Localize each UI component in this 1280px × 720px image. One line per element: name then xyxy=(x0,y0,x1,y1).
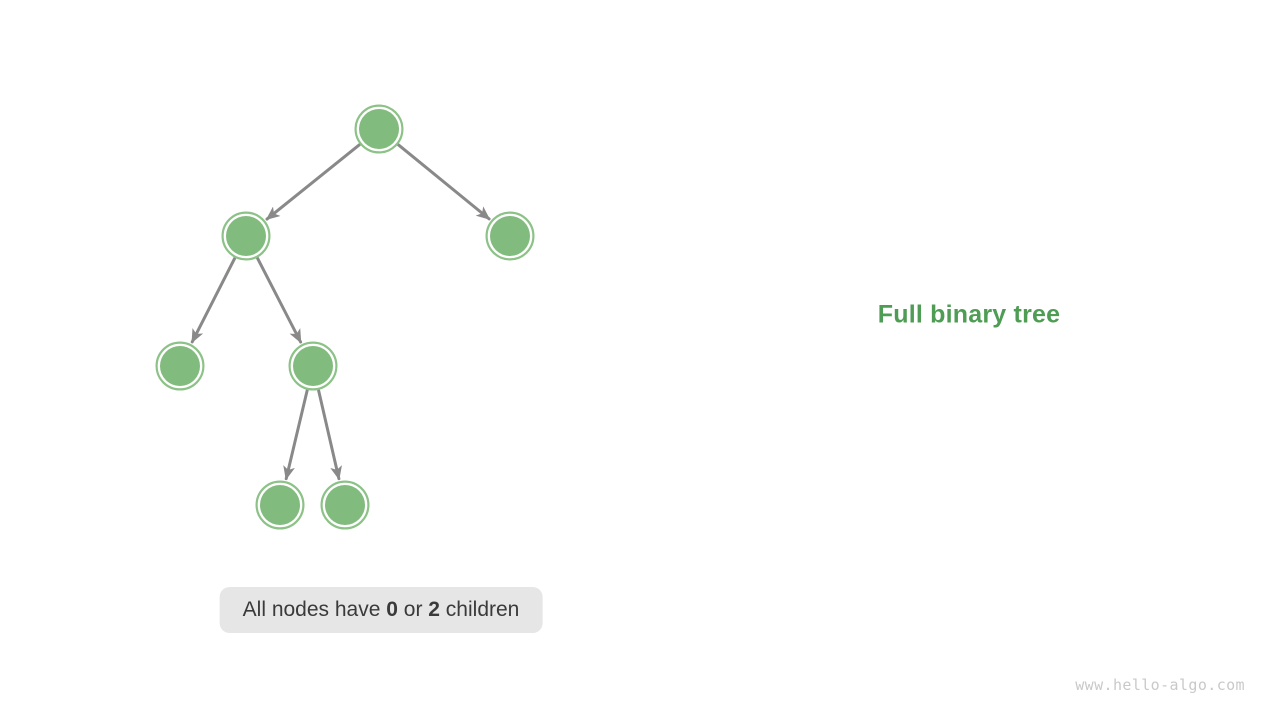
caption-bold-run: 0 xyxy=(386,598,398,621)
caption-run: children xyxy=(439,598,520,621)
tree-node xyxy=(221,211,271,261)
caption-run: All nodes have xyxy=(242,598,387,621)
tree-node xyxy=(288,341,338,391)
caption-run: or xyxy=(397,598,429,621)
tree-node-fill xyxy=(226,216,266,256)
caption-box: All nodes have 0 or 2 children xyxy=(219,587,543,633)
tree-edge xyxy=(190,256,237,344)
tree-edge xyxy=(317,388,342,481)
tree-node-fill xyxy=(490,216,530,256)
watermark: www.hello-algo.com xyxy=(1075,676,1245,694)
tree-node-fill xyxy=(325,485,365,525)
tree-node-ring xyxy=(320,480,370,530)
tree-node-ring xyxy=(288,341,338,391)
tree-edge xyxy=(256,256,303,344)
tree-node xyxy=(485,211,535,261)
caption-text: All nodes have 0 or 2 children xyxy=(243,598,520,621)
tree-node xyxy=(320,480,370,530)
tree-edge xyxy=(396,143,491,221)
tree-node-ring xyxy=(255,480,305,530)
tree-node-ring xyxy=(221,211,271,261)
tree-node xyxy=(255,480,305,530)
diagram-title: Full binary tree xyxy=(877,300,1061,329)
tree-node-ring xyxy=(354,104,404,154)
tree-node-ring xyxy=(485,211,535,261)
caption-bold-run: 2 xyxy=(428,598,440,621)
tree-node-fill xyxy=(359,109,399,149)
tree-edge xyxy=(265,143,361,221)
tree-node xyxy=(354,104,404,154)
tree-node-ring xyxy=(155,341,205,391)
tree-edge xyxy=(283,388,309,481)
tree-node-fill xyxy=(293,346,333,386)
tree-node-fill xyxy=(260,485,300,525)
tree-node xyxy=(155,341,205,391)
tree-node-fill xyxy=(160,346,200,386)
